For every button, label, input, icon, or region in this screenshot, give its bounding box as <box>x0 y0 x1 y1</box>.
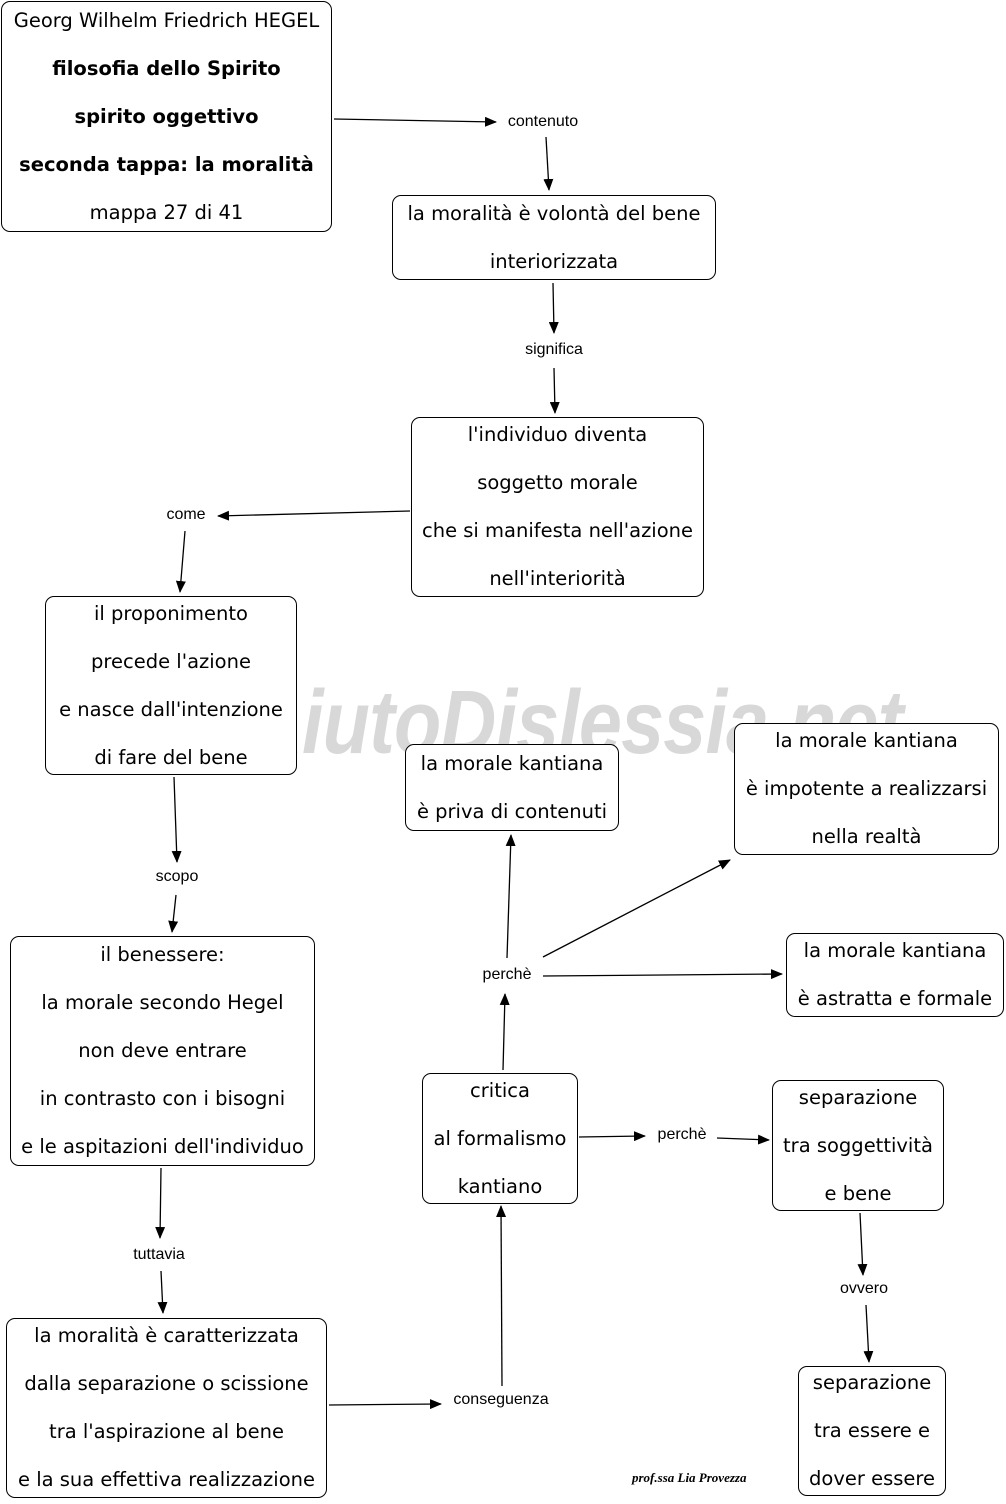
node-individuo: l'individuo diventa soggetto morale che … <box>411 417 704 597</box>
node-benessere: il benessere: la morale secondo Hegel no… <box>10 936 315 1166</box>
node-separazione-essere: separazione tra essere e dover essere <box>798 1366 946 1496</box>
node-text: il proponimento <box>94 601 248 625</box>
edge-critica-perche <box>499 993 510 1071</box>
label-significa: significa <box>523 341 585 359</box>
author-signature: prof.ssa Lia Provezza <box>632 1470 747 1485</box>
node-text: kantiano <box>457 1174 543 1198</box>
node-text: la morale kantiana <box>803 939 987 962</box>
label-conseguenza: conseguenza <box>451 1391 551 1409</box>
node-text: che si manifesta nell'azione <box>421 519 694 542</box>
node-text: la morale kantiana <box>420 751 604 775</box>
node-moralita: la moralità è volontà del bene interiori… <box>392 195 716 280</box>
node-text: il benessere: <box>100 943 225 966</box>
edge-caratterizzata-conseguenza <box>328 1399 442 1410</box>
node-text: dover essere <box>809 1467 935 1490</box>
node-text: è astratta e formale <box>797 987 993 1010</box>
node-critica: critica al formalismo kantiano <box>422 1073 578 1204</box>
node-impotente: la morale kantiana è impotente a realizz… <box>734 723 999 855</box>
node-text: tra essere e <box>814 1419 930 1442</box>
node-text: non deve entrare <box>78 1039 247 1062</box>
edge-perche2-sepsogg <box>716 1134 770 1145</box>
edge-sepsogg-ovvero <box>857 1212 868 1276</box>
label-come: come <box>164 506 208 524</box>
node-text: dalla separazione o scissione <box>24 1372 309 1395</box>
edge-perche-astratta <box>542 969 783 980</box>
node-text: è impotente a realizzarsi <box>745 777 988 800</box>
edge-critica-perche2 <box>578 1131 646 1142</box>
title-subject: filosofia dello Spirito <box>52 56 281 80</box>
node-text: la morale secondo Hegel <box>41 991 284 1014</box>
edge-scopo-benessere <box>168 894 179 933</box>
node-text: e bene <box>824 1181 892 1205</box>
node-astratta: la morale kantiana è astratta e formale <box>786 933 1004 1017</box>
title-topic: spirito oggettivo <box>74 104 259 128</box>
node-text: la morale kantiana <box>775 729 958 752</box>
title-box: Georg Wilhelm Friedrich HEGEL filosofia … <box>1 1 332 232</box>
node-text: è priva di contenuti <box>416 799 608 823</box>
node-text: la moralità è caratterizzata <box>34 1324 299 1347</box>
node-text: soggetto morale <box>477 471 638 494</box>
node-text: nella realtà <box>811 825 922 848</box>
node-text: tra soggettività <box>783 1133 933 1157</box>
edge-come-proponimento <box>175 530 186 593</box>
title-author: Georg Wilhelm Friedrich HEGEL <box>13 8 320 32</box>
node-text: separazione <box>798 1085 918 1109</box>
node-text: tra l'aspirazione al bene <box>49 1420 284 1443</box>
node-text: al formalismo <box>433 1126 567 1150</box>
label-contenuto: contenuto <box>505 113 581 131</box>
node-text: in contrasto con i bisogni <box>39 1087 286 1110</box>
edge-tuttavia-caratterizzata <box>157 1270 168 1314</box>
label-perche-top: perchè <box>480 966 534 984</box>
node-separazione-soggettivita: separazione tra soggettività e bene <box>772 1080 944 1211</box>
edge-moralita-significa <box>548 282 559 334</box>
node-priva: la morale kantiana è priva di contenuti <box>405 744 619 831</box>
node-text: e nasce dall'intenzione <box>59 697 283 721</box>
label-scopo: scopo <box>153 868 201 886</box>
title-map-number: mappa 27 di 41 <box>89 200 244 224</box>
label-tuttavia: tuttavia <box>131 1246 187 1264</box>
node-text: interiorizzata <box>489 249 619 273</box>
node-text: precede l'azione <box>91 649 251 673</box>
edge-perche-impotente <box>542 859 731 958</box>
edge-perche-priva <box>505 834 516 959</box>
node-text: e le aspitazioni dell'individuo <box>21 1135 304 1158</box>
node-proponimento: il proponimento precede l'azione e nasce… <box>45 596 297 775</box>
edge-ovvero-sepessere <box>863 1304 874 1363</box>
node-text: di fare del bene <box>94 745 248 769</box>
node-text: nell'interiorità <box>489 567 626 590</box>
edge-conseguenza-critica <box>496 1205 507 1387</box>
title-stage: seconda tappa: la moralità <box>19 152 314 176</box>
node-caratterizzata: la moralità è caratterizzata dalla separ… <box>6 1318 327 1498</box>
label-ovvero: ovvero <box>837 1280 891 1298</box>
edge-benessere-tuttavia <box>155 1167 166 1239</box>
node-text: l'individuo diventa <box>467 423 648 446</box>
edge-significa-individuo <box>549 367 560 414</box>
node-text: critica <box>470 1078 530 1102</box>
edge-title-contenuto <box>333 116 497 127</box>
edge-contenuto-moralita <box>543 136 554 191</box>
edge-proponimento-scopo <box>171 776 182 863</box>
node-text: separazione <box>812 1371 932 1394</box>
edge-individuo-come <box>217 510 411 521</box>
node-text: e la sua effettiva realizzazione <box>18 1468 315 1491</box>
label-perche-right: perchè <box>655 1126 709 1144</box>
node-text: la moralità è volontà del bene <box>407 201 701 225</box>
